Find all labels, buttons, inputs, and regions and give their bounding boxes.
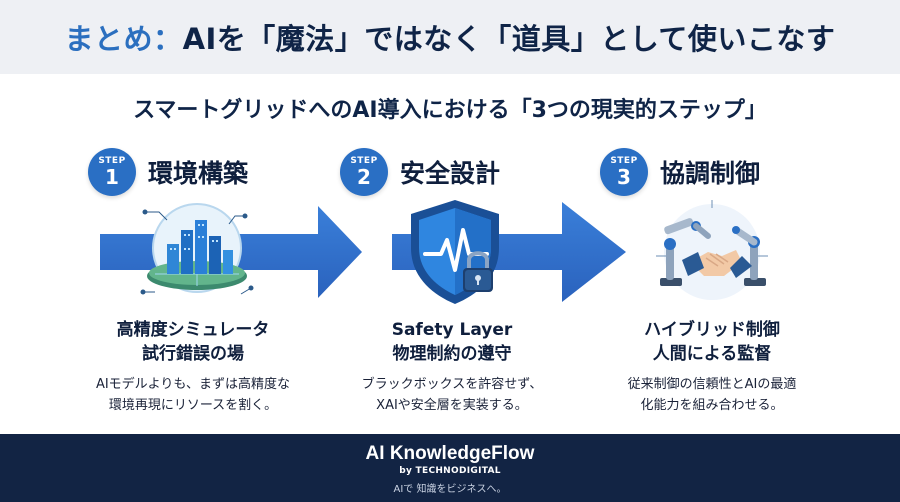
- step-3-badge-label: STEP: [610, 156, 638, 166]
- step-3-subtitle-1: ハイブリッド制御: [644, 320, 780, 340]
- step-2-description: ブラックボックスを許容せず、 XAIや安全層を実装する。: [322, 374, 582, 416]
- step-1-subtitle-1: 高精度シミュレータ: [116, 320, 270, 340]
- step-2-badge: STEP 2: [340, 148, 388, 196]
- step-2-badge-label: STEP: [350, 156, 378, 166]
- step-3-number: 3: [617, 165, 631, 189]
- step-1-number: 1: [105, 165, 119, 189]
- step-2-title: 安全設計: [400, 159, 501, 188]
- step-3-header: STEP 3 協調制御: [600, 148, 760, 196]
- smart-city-globe-icon: [137, 196, 257, 308]
- step-1-subtitle-2: 試行錯誤の場: [142, 344, 244, 364]
- step-2-description-line-2: XAIや安全層を実装する。: [376, 398, 528, 413]
- page-title: まとめ：AIを「魔法」ではなく「道具」として使いこなす: [65, 16, 836, 58]
- step-1-header: STEP 1 環境構築: [88, 148, 248, 196]
- step-2-text: Safety Layer 物理制約の遵守 ブラックボックスを許容せず、 XAIや…: [322, 318, 582, 416]
- shield-lock-icon: [395, 196, 515, 308]
- step-1-text: 高精度シミュレータ 試行錯誤の場 AIモデルよりも、まずは高精度な 環境再現にリ…: [63, 318, 323, 416]
- step-1-description-line-1: AIモデルよりも、まずは高精度な: [95, 377, 291, 392]
- title-main: AIを「魔法」ではなく「道具」として使いこなす: [182, 22, 836, 56]
- step-2-subtitle-1: Safety Layer: [391, 320, 513, 340]
- footer-byline: by TECHNODIGITAL: [399, 466, 501, 476]
- step-1-badge: STEP 1: [88, 148, 136, 196]
- step-3-description-line-2: 化能力を組み合わせる。: [640, 398, 784, 413]
- slide-subtitle: スマートグリッドへのAI導入における「3つの現実的ステップ」: [133, 98, 767, 123]
- step-1-description: AIモデルよりも、まずは高精度な 環境再現にリソースを割く。: [63, 374, 323, 416]
- title-prefix: まとめ：: [64, 22, 183, 56]
- step-1-title: 環境構築: [148, 159, 249, 188]
- step-3-text: ハイブリッド制御 人間による監督 従来制御の信頼性とAIの最適 化能力を組み合わ…: [582, 318, 842, 416]
- robot-handshake-icon: [652, 196, 772, 308]
- footer-brand: AI KnowledgeFlow: [365, 443, 535, 464]
- step-3-badge: STEP 3: [600, 148, 648, 196]
- step-1-description-line-2: 環境再現にリソースを割く。: [108, 398, 278, 413]
- step-1-badge-label: STEP: [98, 156, 126, 166]
- step-3-description: 従来制御の信頼性とAIの最適 化能力を組み合わせる。: [582, 374, 842, 416]
- step-3-subtitle-2: 人間による監督: [652, 344, 772, 364]
- step-2-subtitle-2: 物理制約の遵守: [392, 344, 512, 364]
- step-2-description-line-1: ブラックボックスを許容せず、: [361, 377, 543, 392]
- step-2-header: STEP 2 安全設計: [340, 148, 500, 196]
- step-2-number: 2: [357, 165, 371, 189]
- footer: AI KnowledgeFlow by TECHNODIGITAL AIで 知識…: [0, 434, 900, 502]
- step-3-description-line-1: 従来制御の信頼性とAIの最適: [627, 377, 797, 392]
- title-bar: まとめ：AIを「魔法」ではなく「道具」として使いこなす: [0, 0, 900, 74]
- footer-tagline: AIで 知識をビジネスへ。: [393, 484, 507, 495]
- step-3-title: 協調制御: [660, 159, 761, 188]
